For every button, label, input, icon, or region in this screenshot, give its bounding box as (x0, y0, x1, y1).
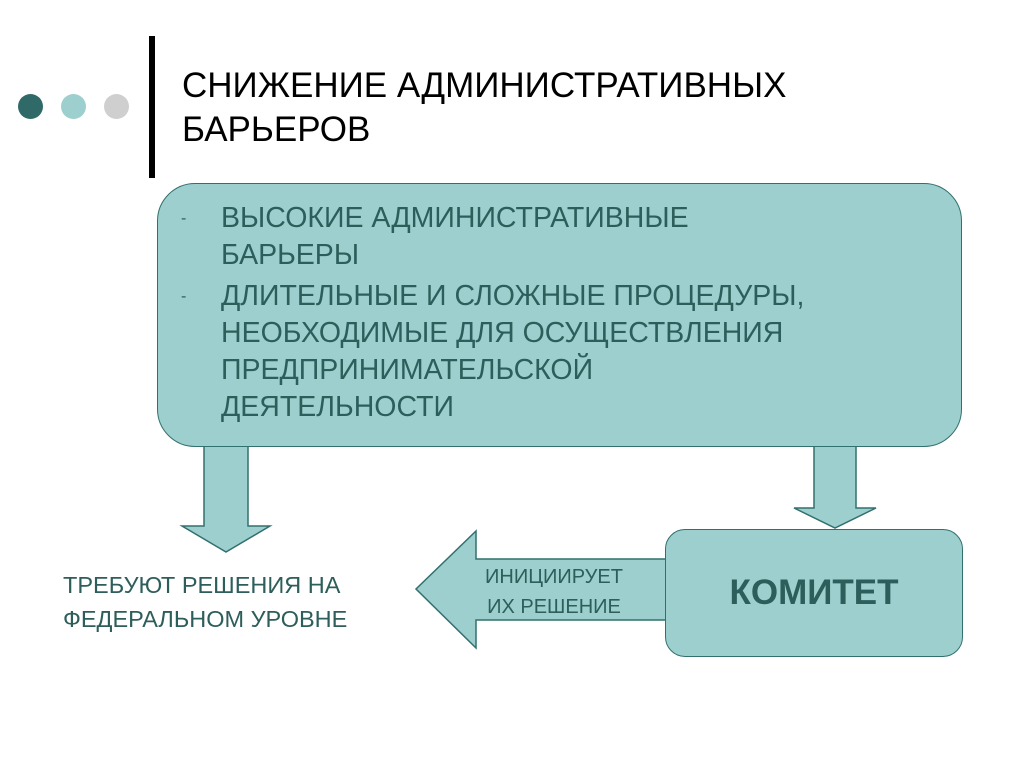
slide-title-line-1: СНИЖЕНИЕ АДМИНИСТРАТИВНЫХ (182, 66, 787, 105)
barrier-item-line: НЕОБХОДИМЫЕ ДЛЯ ОСУЩЕСТВЛЕНИЯ (221, 317, 784, 349)
federal-level-text: ТРЕБУЮТ РЕШЕНИЯ НА ФЕДЕРАЛЬНОМ УРОВНЕ (63, 568, 423, 636)
down-arrow-right (793, 445, 877, 529)
committee-box: КОМИТЕТ (665, 529, 963, 657)
committee-label: КОМИТЕТ (729, 573, 899, 612)
bullet-dash: - (181, 210, 187, 227)
barrier-item-line: ПРЕДПРИНИМАТЕЛЬСКОЙ (221, 354, 594, 386)
left-arrow-initiates (414, 529, 667, 650)
down-arrow-left (179, 445, 273, 553)
barrier-item-line: БАРЬЕРЫ (221, 239, 360, 271)
federal-text-line-2: ФЕДЕРАЛЬНОМ УРОВНЕ (63, 606, 348, 632)
title-divider (149, 36, 155, 178)
barrier-item-line: ДЛИТЕЛЬНЫЕ И СЛОЖНЫЕ ПРОЦЕДУРЫ, (221, 280, 805, 312)
barrier-item-line: ДЕЯТЕЛЬНОСТИ (221, 391, 454, 423)
federal-text-line-1: ТРЕБУЮТ РЕШЕНИЯ НА (63, 572, 341, 598)
bullet-dash: - (181, 288, 187, 305)
decorative-dot-dark (18, 94, 43, 119)
initiates-label: ИНИЦИИРУЕТ ИХ РЕШЕНИЕ (452, 562, 656, 622)
slide-title: СНИЖЕНИЕ АДМИНИСТРАТИВНЫХ БАРЬЕРОВ (182, 64, 982, 152)
slide-title-line-2: БАРЬЕРОВ (182, 110, 371, 149)
barrier-item-procedures: - ДЛИТЕЛЬНЫЕ И СЛОЖНЫЕ ПРОЦЕДУРЫ, НЕОБХО… (181, 278, 941, 426)
barriers-list: - ВЫСОКИЕ АДМИНИСТРАТИВНЫЕ БАРЬЕРЫ - ДЛИ… (181, 200, 941, 430)
initiates-label-line-1: ИНИЦИИРУЕТ (485, 566, 623, 588)
barrier-item-line: ВЫСОКИЕ АДМИНИСТРАТИВНЫЕ (221, 202, 689, 234)
initiates-label-line-2: ИХ РЕШЕНИЕ (487, 596, 621, 618)
decorative-dot-gray (104, 94, 129, 119)
decorative-dot-teal (61, 94, 86, 119)
barriers-box (157, 183, 962, 447)
barrier-item-high: - ВЫСОКИЕ АДМИНИСТРАТИВНЫЕ БАРЬЕРЫ (181, 200, 941, 274)
